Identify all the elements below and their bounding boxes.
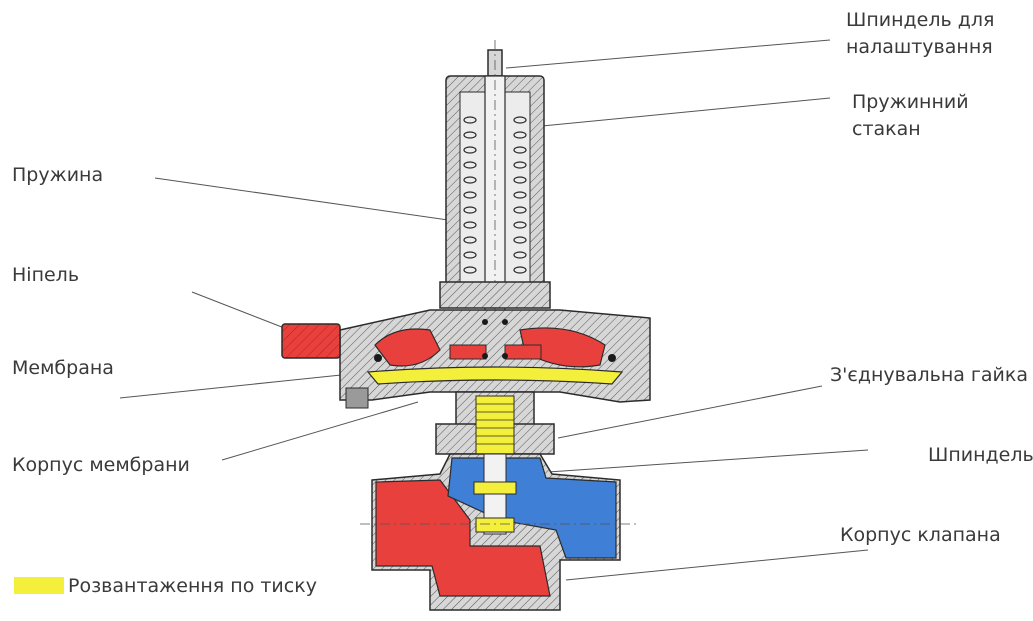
membrane-housing — [281, 309, 651, 442]
leader-union-nut — [557, 385, 823, 439]
membrane-disc — [366, 366, 624, 385]
valve-body — [360, 453, 640, 611]
legend-label: Розвантаження по тиску — [68, 574, 317, 597]
leader-valve-body — [565, 549, 869, 581]
spring-coils — [463, 116, 527, 274]
leader-spring — [154, 177, 463, 223]
relief-seat — [473, 481, 517, 495]
relief-spring — [475, 395, 515, 455]
spring-cup-assembly — [439, 40, 551, 420]
leader-spring-cup — [541, 97, 831, 127]
spring-cup-nut — [439, 281, 551, 309]
leader-lines — [119, 39, 869, 581]
label-membrane-body: Корпус мембрани — [12, 454, 190, 476]
legend: Розвантаження по тиску — [14, 572, 317, 599]
nipple-fitting — [281, 323, 341, 359]
legend-swatch-pressure-relief — [14, 577, 64, 594]
impulse-chamber-left — [374, 328, 441, 367]
neck-assembly — [435, 391, 555, 455]
label-spindle-adjust: Шпиндель для налаштування — [846, 9, 995, 58]
label-valve-body: Корпус клапана — [840, 524, 1001, 546]
label-union-nut: З'єднувальна гайка — [830, 364, 1029, 386]
label-nipple: Ніпель — [12, 264, 80, 286]
label-spring: Пружина — [12, 164, 104, 186]
leader-membrane — [119, 371, 371, 399]
label-membrane: Мембрана — [12, 357, 114, 379]
inlet-high-pressure — [375, 479, 551, 597]
leader-spindle-adjust — [505, 39, 831, 69]
leader-membrane-body — [221, 401, 419, 461]
leader-spindle — [547, 449, 869, 473]
label-spring-cup: Пружинний стакан — [852, 91, 969, 140]
label-spindle: Шпиндель — [928, 444, 1033, 466]
valve-plug — [475, 517, 515, 533]
